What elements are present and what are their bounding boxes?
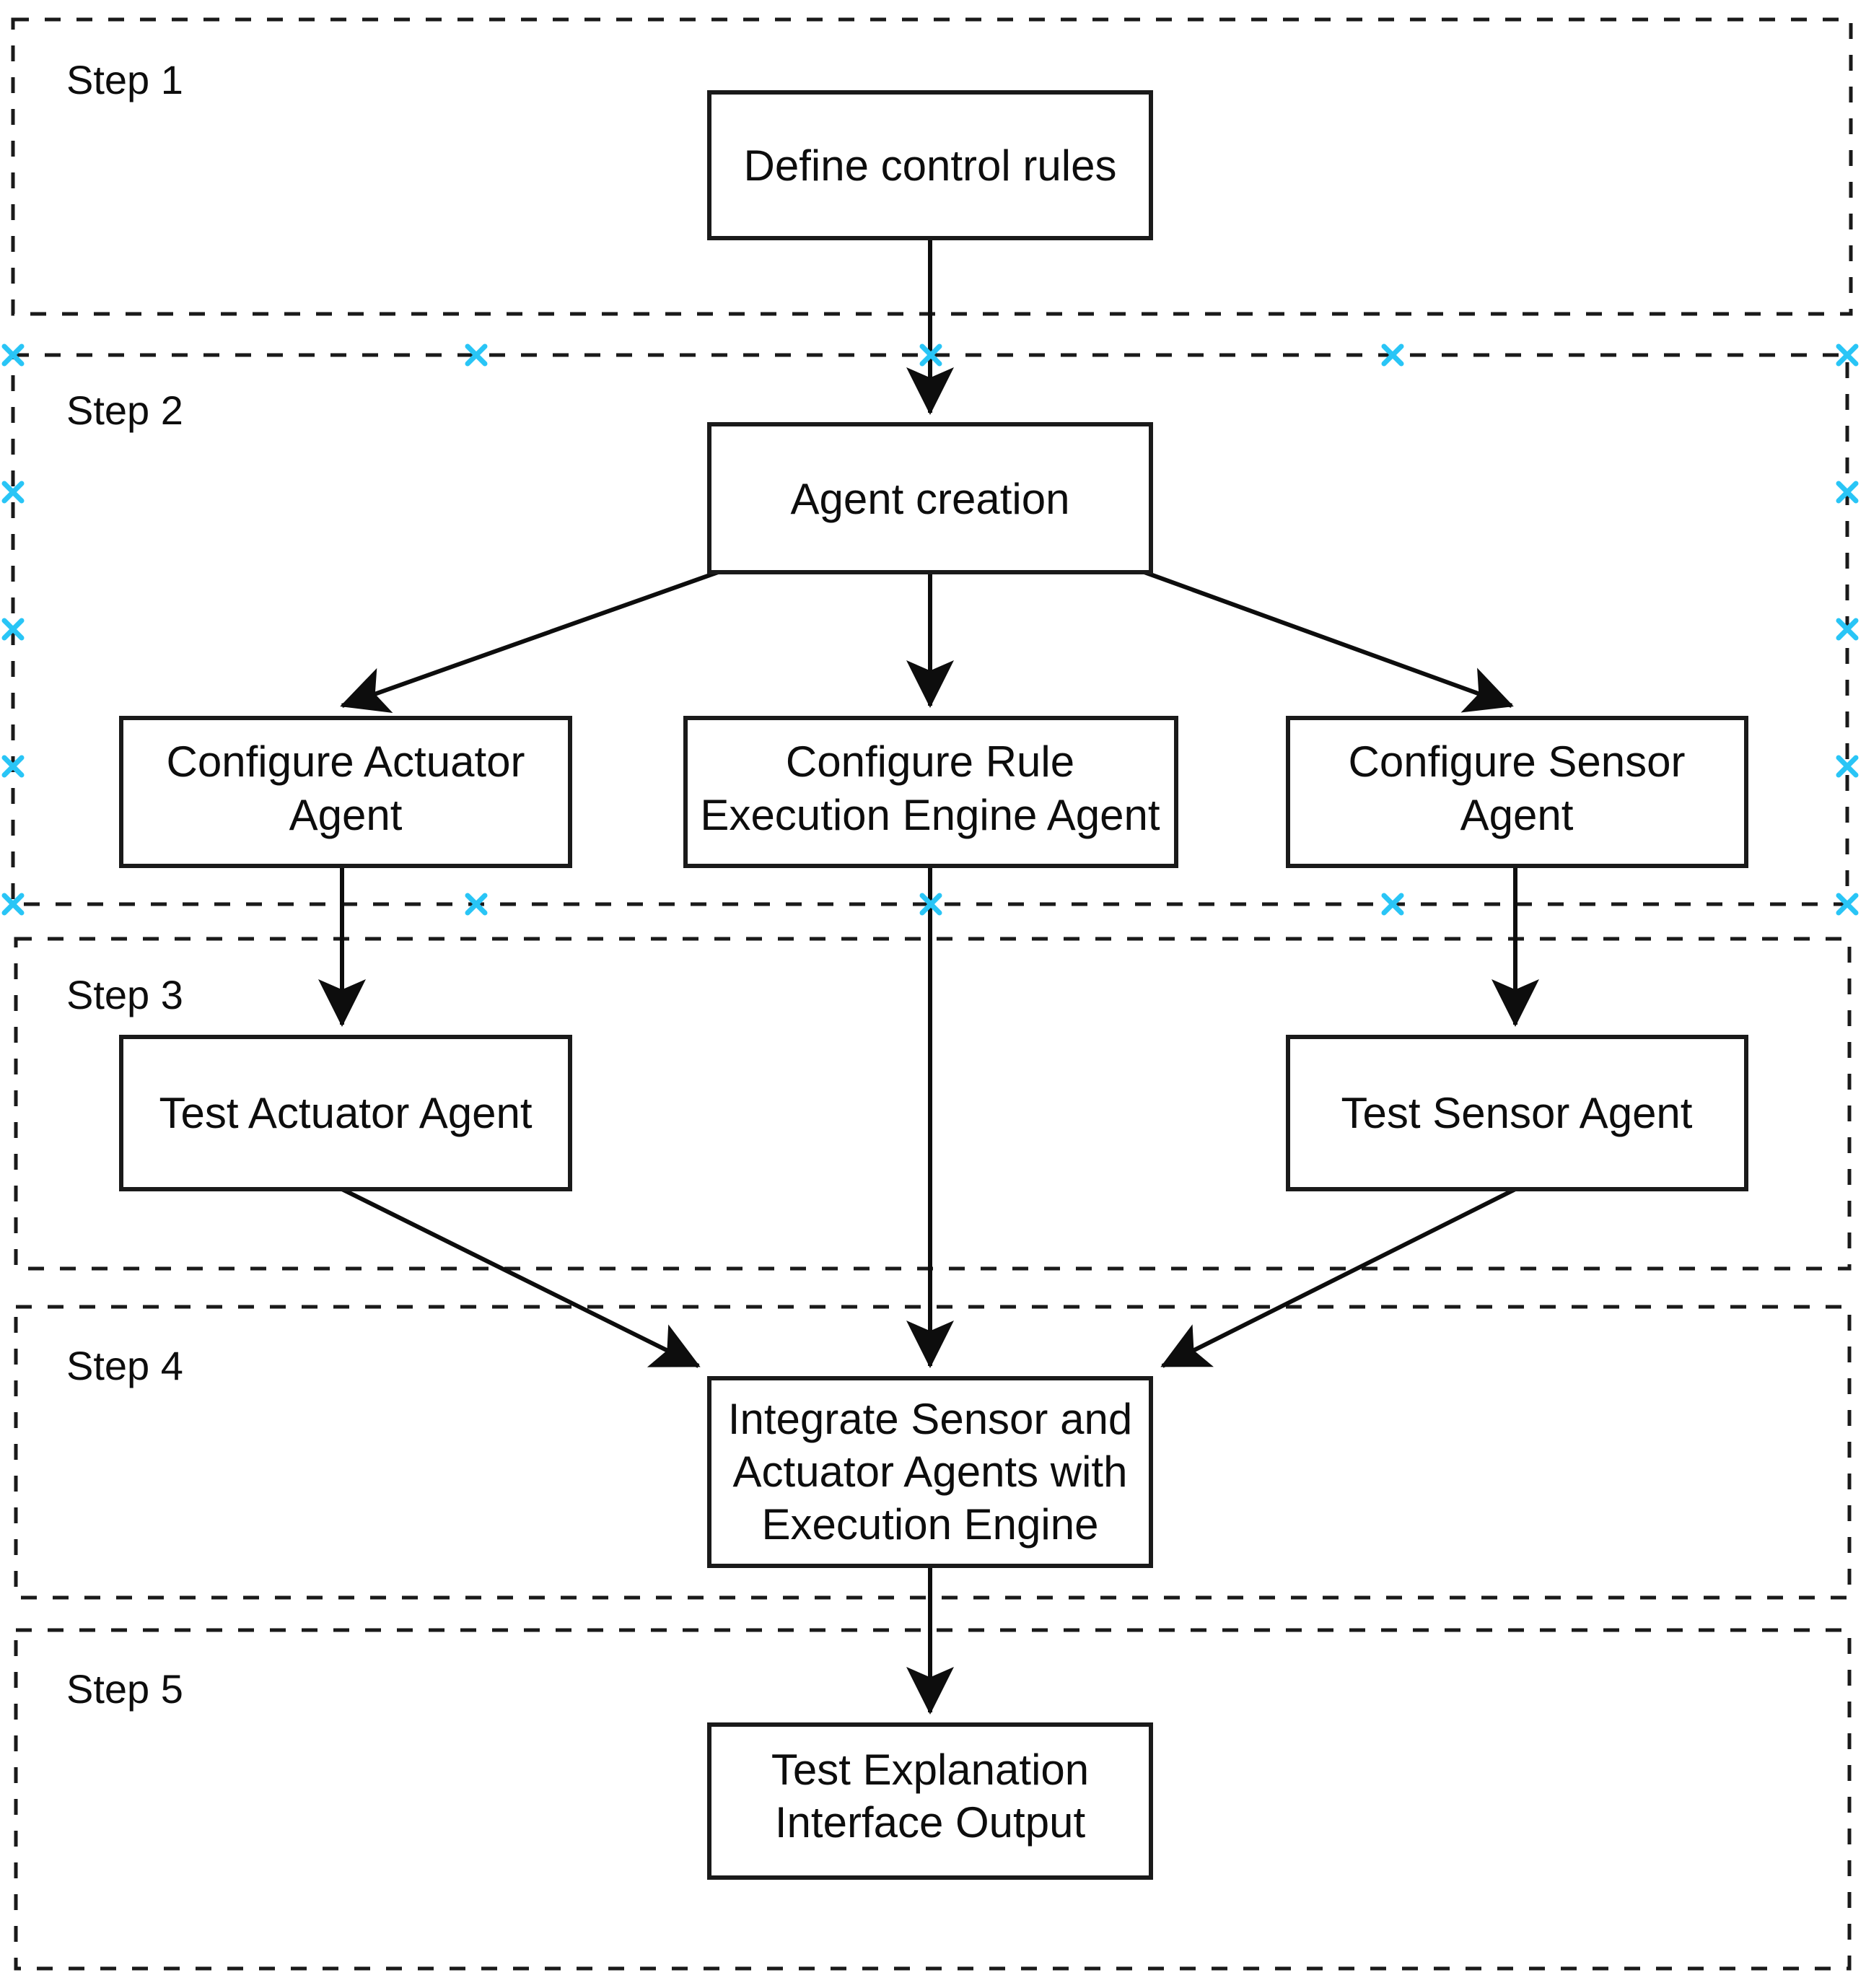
node-box-configure-rule-execution-engine-agent[interactable] <box>683 716 1178 868</box>
selection-handle-icon[interactable] <box>1 481 25 504</box>
lane-label-step3: Step 3 <box>66 972 183 1017</box>
selection-handles-step2[interactable] <box>1 343 1859 916</box>
node-label-configure-actuator-agent-line2: Agent <box>289 791 403 839</box>
lane-frame-step4[interactable] <box>14 1305 1852 1600</box>
selection-handle-icon[interactable] <box>1836 755 1859 778</box>
node-box-configure-sensor-agent[interactable] <box>1286 716 1748 868</box>
node-box-test-explanation-interface-output[interactable] <box>707 1722 1153 1880</box>
selection-handle-icon[interactable] <box>1 618 25 641</box>
node-label-define-control-rules: Define control rules <box>744 141 1117 190</box>
node-test-actuator-agent[interactable]: Test Actuator Agent <box>119 1035 572 1191</box>
node-label-test-actuator-agent: Test Actuator Agent <box>159 1089 532 1137</box>
selection-handle-icon[interactable] <box>1381 343 1404 367</box>
node-label-integrate-line3: Execution Engine <box>762 1500 1099 1549</box>
lane-label-step1: Step 1 <box>66 57 183 102</box>
edge-test-actuator-to-integrate[interactable] <box>341 1187 701 1368</box>
selection-handle-icon[interactable] <box>1 755 25 778</box>
node-label-configure-rule-execution-engine-agent-line1: Configure Rule <box>786 737 1074 786</box>
flow-edges <box>318 238 1539 1715</box>
selection-handle-icon[interactable] <box>1 893 25 916</box>
lane-label-step4: Step 4 <box>66 1343 183 1388</box>
selection-handle-icon[interactable] <box>1836 481 1859 504</box>
lane-frame-step5[interactable] <box>14 1628 1852 1971</box>
selection-handle-icon[interactable] <box>1381 893 1404 916</box>
node-label-test-explanation-line1: Test Explanation <box>771 1746 1089 1794</box>
node-agent-creation[interactable]: Agent creation <box>707 422 1153 574</box>
lane-label-step5: Step 5 <box>66 1666 183 1712</box>
edge-agent-creation-to-configure-sensor[interactable] <box>1143 570 1514 713</box>
node-box-integrate-sensor-and-actuator-agents[interactable] <box>707 1376 1153 1568</box>
node-label-integrate-line2: Actuator Agents with <box>733 1448 1128 1496</box>
selection-handle-icon[interactable] <box>919 893 942 916</box>
node-box-test-sensor-agent[interactable] <box>1286 1035 1748 1191</box>
lane-label-step2: Step 2 <box>66 387 183 433</box>
node-define-control-rules[interactable]: Define control rules <box>707 90 1153 240</box>
node-box-define-control-rules[interactable] <box>707 90 1153 240</box>
selection-handle-icon[interactable] <box>465 343 488 367</box>
edge-agent-creation-to-configure-actuator[interactable] <box>340 570 719 714</box>
node-integrate-sensor-and-actuator-agents[interactable]: Integrate Sensor and Actuator Agents wit… <box>707 1376 1153 1568</box>
flow-nodes: Define control rules Agent creation Conf… <box>119 90 1748 1880</box>
node-label-configure-rule-execution-engine-agent-line2: Execution Engine Agent <box>700 791 1160 839</box>
lane-frame-step3[interactable] <box>14 937 1852 1271</box>
selection-handle-icon[interactable] <box>1836 893 1859 916</box>
node-label-test-sensor-agent: Test Sensor Agent <box>1341 1089 1693 1137</box>
node-configure-actuator-agent[interactable]: Configure Actuator Agent <box>119 716 572 868</box>
node-configure-rule-execution-engine-agent[interactable]: Configure Rule Execution Engine Agent <box>683 716 1178 868</box>
lane-labels: Step 1 Step 2 Step 3 Step 4 Step 5 <box>66 57 183 1712</box>
node-label-configure-sensor-agent-line2: Agent <box>1460 791 1574 839</box>
selection-handle-icon[interactable] <box>465 893 488 916</box>
node-label-agent-creation: Agent creation <box>791 475 1070 523</box>
node-test-sensor-agent[interactable]: Test Sensor Agent <box>1286 1035 1748 1191</box>
selection-handle-icon[interactable] <box>919 343 942 367</box>
node-test-explanation-interface-output[interactable]: Test Explanation Interface Output <box>707 1722 1153 1880</box>
node-label-configure-sensor-agent-line1: Configure Sensor <box>1349 737 1686 786</box>
edge-test-sensor-to-integrate[interactable] <box>1160 1187 1517 1368</box>
node-box-configure-actuator-agent[interactable] <box>119 716 572 868</box>
selection-handle-icon[interactable] <box>1 343 25 367</box>
node-configure-sensor-agent[interactable]: Configure Sensor Agent <box>1286 716 1748 868</box>
selection-handle-icon[interactable] <box>1836 343 1859 367</box>
node-box-agent-creation[interactable] <box>707 422 1153 574</box>
selection-handle-icon[interactable] <box>1836 618 1859 641</box>
node-label-integrate-line1: Integrate Sensor and <box>728 1395 1132 1443</box>
node-label-test-explanation-line2: Interface Output <box>775 1798 1086 1847</box>
node-box-test-actuator-agent[interactable] <box>119 1035 572 1191</box>
node-label-configure-actuator-agent-line1: Configure Actuator <box>167 737 525 786</box>
